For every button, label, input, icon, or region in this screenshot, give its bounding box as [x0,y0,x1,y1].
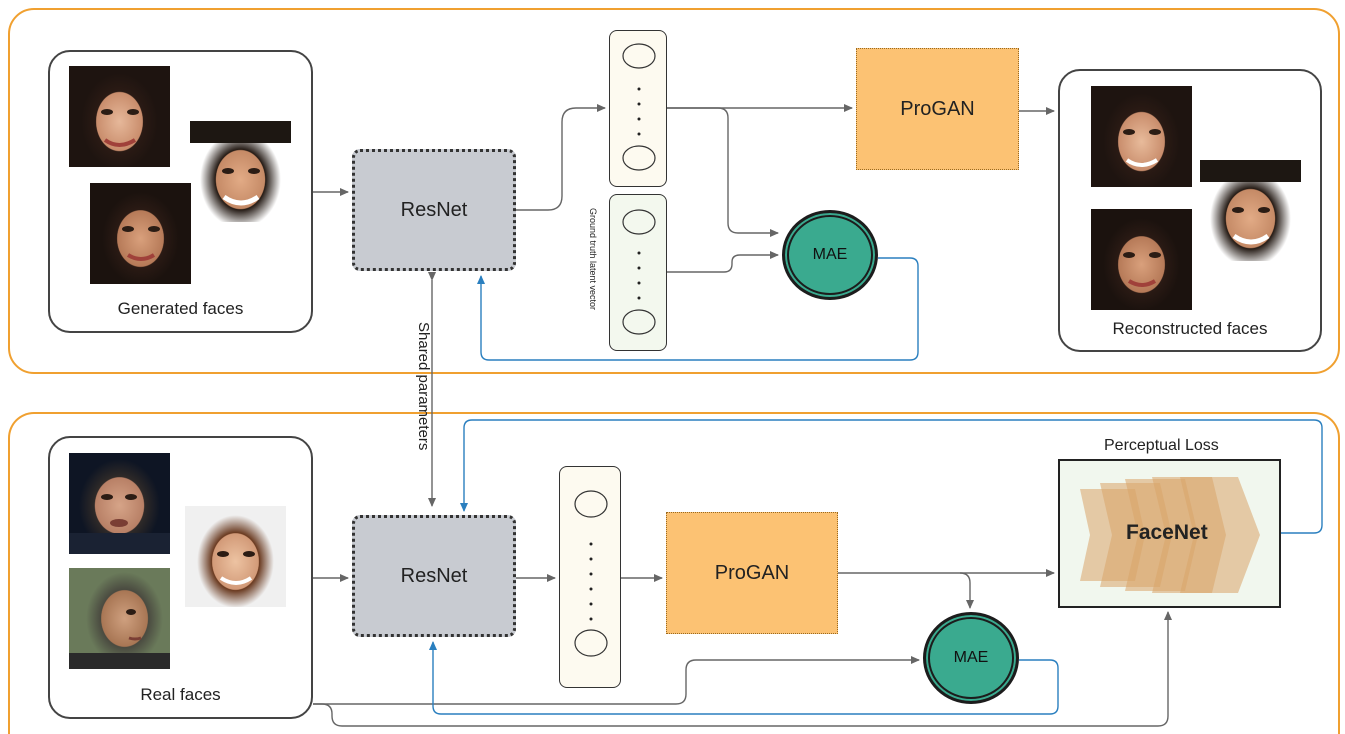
arrow-resnet-to-latent [516,104,606,211]
real-face-image-1 [69,453,170,554]
top-latent-vector [609,30,667,187]
real-face-image-3 [69,568,170,669]
reconstructed-faces-caption: Reconstructed faces [1112,319,1268,338]
top-resnet-block: ResNet [352,149,516,271]
bottom-resnet-block: ResNet [352,515,516,637]
bottom-latent-vector-glyphs [574,490,608,657]
arrow-progan-to-bottom-mae [959,572,974,609]
generated-face-image-2 [190,121,291,222]
top-panel [8,8,1340,374]
facenet-block [1058,459,1281,608]
ground-truth-latent-vector-glyphs [622,209,656,335]
feedback-facenet-to-resnet [460,419,1323,534]
bottom-progan-block: ProGAN [666,512,838,634]
reconstructed-face-image-2 [1200,160,1301,261]
feedback-bottom-mae-to-resnet [429,641,1059,715]
real-face-image-2 [185,506,286,607]
facenet-layers-graphic [1080,477,1260,593]
arrow-latent-to-mae [667,107,779,237]
generated-face-image-3 [90,183,191,284]
perceptual-loss-label: Perceptual Loss [1104,437,1219,454]
top-latent-vector-glyphs [622,43,656,171]
top-progan-block: ProGAN [856,48,1019,170]
ground-truth-latent-vector [609,194,667,351]
bottom-mae-node: MAE [923,612,1019,704]
arrow-groundtruth-to-mae [667,251,779,273]
generated-faces-caption: Generated faces [117,299,244,318]
top-mae-node: MAE [782,210,878,300]
real-faces-caption: Real faces [140,685,221,704]
reconstructed-face-image-1 [1091,86,1192,187]
bottom-panel [8,412,1340,734]
arrow-real-to-facenet [313,611,1172,727]
generated-face-image-1 [69,66,170,167]
feedback-top-mae-to-resnet [477,257,919,361]
reconstructed-face-image-3 [1091,209,1192,310]
bottom-latent-vector [559,466,621,688]
facenet-label: FaceNet [1126,521,1208,544]
arrow-real-to-bottom-mae [313,656,920,705]
